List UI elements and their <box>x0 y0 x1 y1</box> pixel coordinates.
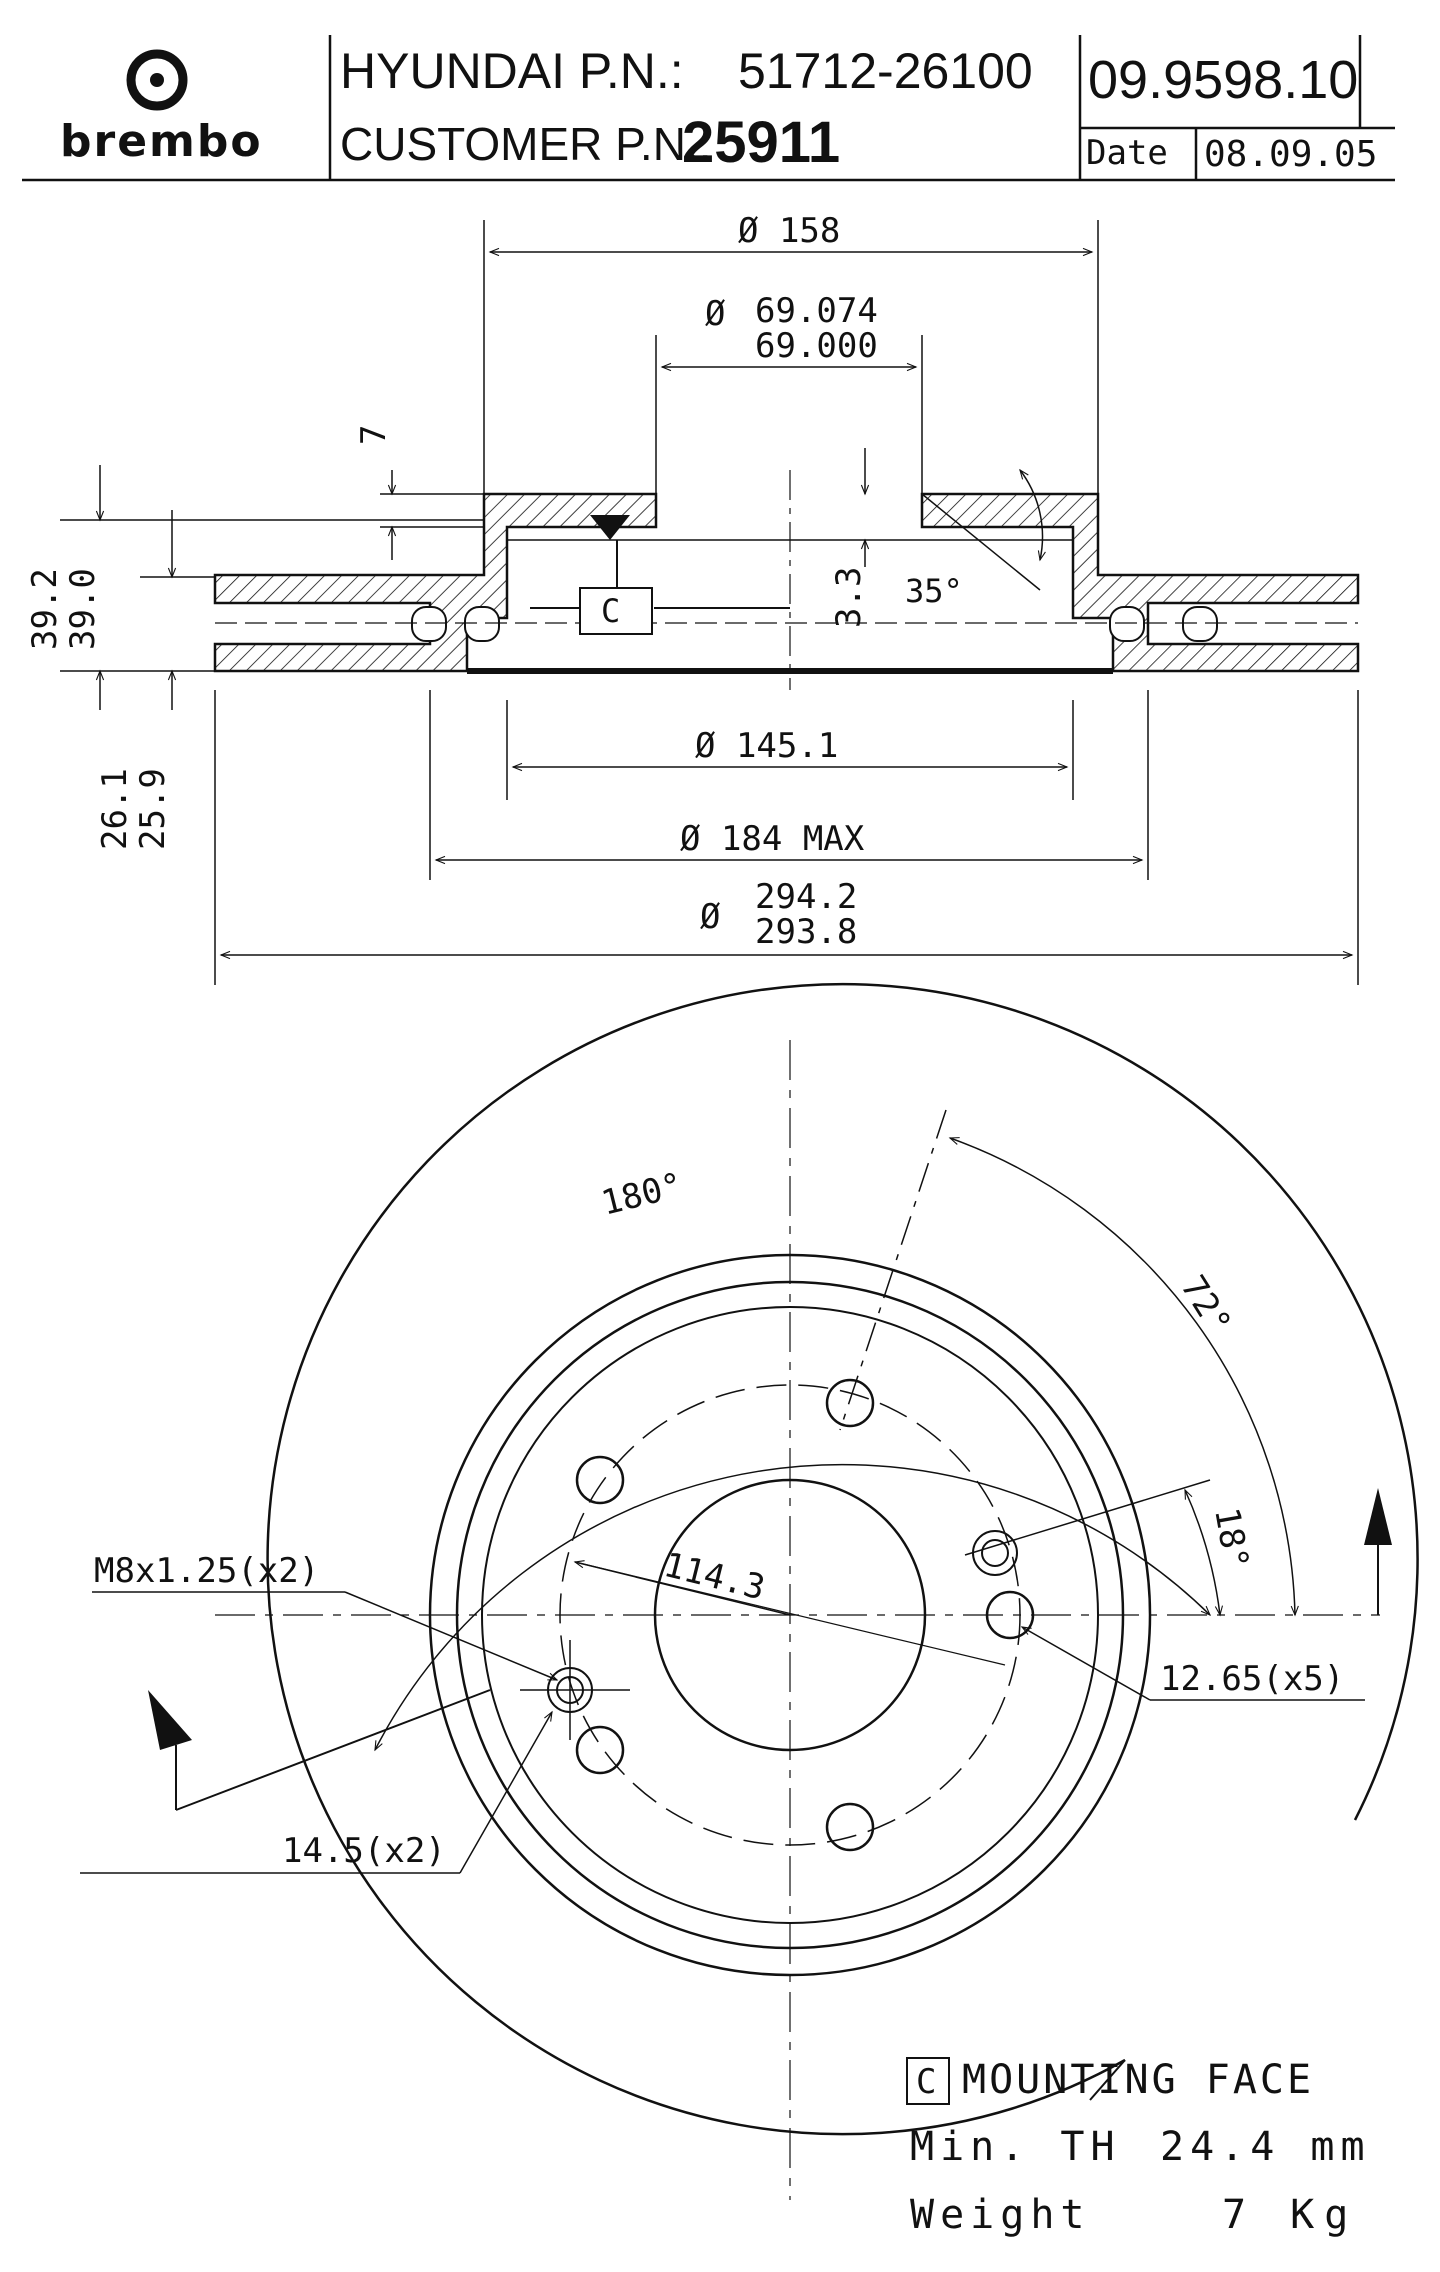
drawing-number: 09.9598.10 <box>1088 50 1358 110</box>
dim-hat-inner: Ø 145.1 <box>695 726 838 766</box>
oem-number: 51712-26100 <box>738 43 1033 99</box>
dim-thickness-max: 26.1 <box>95 768 135 850</box>
dim-hat-depth: 7 <box>354 425 394 445</box>
notes-datum-box <box>906 2057 950 2105</box>
dim-bore-min: 69.000 <box>755 326 878 366</box>
notes-min-th-value: 24.4 mm <box>1160 2124 1371 2170</box>
dim-pcd: 114.3 <box>660 1545 769 1609</box>
bolt-hole <box>575 1455 625 1505</box>
section-view: C <box>213 470 1360 690</box>
notes-datum-label: C <box>916 2062 936 2102</box>
brand-name: brembo <box>60 116 263 167</box>
threaded-holes <box>547 1530 1018 1713</box>
dim-bore-max: 69.074 <box>755 291 878 331</box>
dim-angle: 35° <box>905 572 963 610</box>
section-arrow-right-icon <box>1364 1488 1392 1545</box>
dim-thickness-min: 25.9 <box>133 768 173 850</box>
dim-braking-inner: Ø 184 MAX <box>680 819 865 859</box>
dim-outer-max: 294.2 <box>755 877 857 917</box>
section-right <box>920 492 1360 673</box>
bolt-hole <box>825 1802 875 1852</box>
dim-angle-72: 72° <box>1172 1269 1238 1342</box>
brembo-logo: brembo <box>60 49 263 167</box>
date-label: Date <box>1086 133 1168 173</box>
label-bolt-hole: 12.65(x5) <box>1160 1659 1344 1699</box>
customer-label: CUSTOMER P.N.: <box>340 118 711 170</box>
dim-bore-prefix: Ø <box>705 294 725 334</box>
datum-c-label: C <box>601 592 620 630</box>
dimension-lines <box>60 220 1359 985</box>
dim-height-max: 39.2 <box>25 568 65 650</box>
disc-outer-edge <box>266 982 1419 2136</box>
threaded-hole <box>972 1530 1018 1576</box>
label-pin-hole: 14.5(x2) <box>282 1831 446 1871</box>
section-arrow-left-icon <box>148 1690 192 1750</box>
dim-angle-18: 18° <box>1206 1505 1256 1572</box>
dim-outer-prefix: Ø <box>700 897 720 937</box>
notes-min-th-label: Min. TH <box>910 2124 1121 2170</box>
brembo-logo-icon <box>126 49 188 111</box>
dim-height-min: 39.0 <box>63 568 103 650</box>
oem-label: HYUNDAI P.N.: <box>340 43 684 99</box>
dim-angle-180: 180° <box>598 1165 687 1224</box>
notes-mounting-face: MOUNTING FACE <box>962 2057 1314 2103</box>
customer-number: 25911 <box>682 110 840 175</box>
dim-hat-outer: Ø 158 <box>738 211 840 251</box>
bolt-hole <box>825 1378 875 1428</box>
dim-outer-min: 293.8 <box>755 912 857 952</box>
date-value: 08.09.05 <box>1204 134 1377 175</box>
front-view <box>80 982 1419 2200</box>
dim-recess: 3.3 <box>829 567 869 628</box>
notes-weight-value: 7 Kg <box>1222 2192 1358 2238</box>
datum-c-box <box>579 587 653 635</box>
notes-weight-label: Weight <box>910 2192 1091 2238</box>
bolt-hole <box>575 1725 625 1775</box>
title-block <box>22 35 1395 182</box>
label-thread: M8x1.25(x2) <box>94 1551 319 1591</box>
